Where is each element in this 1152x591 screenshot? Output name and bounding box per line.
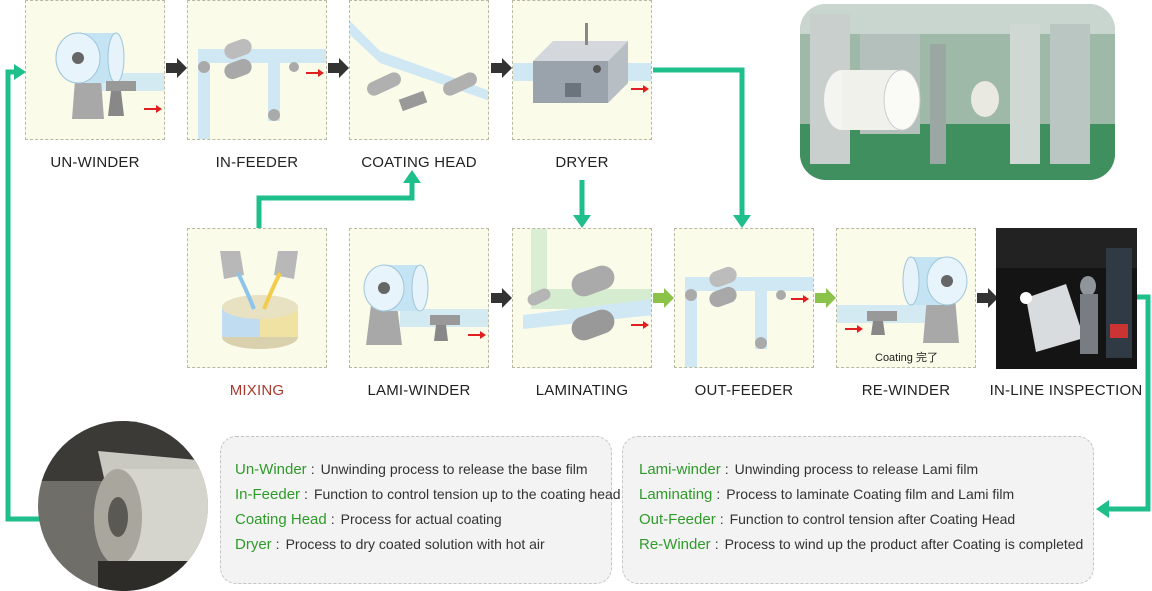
mixing-to-coating-arrowhead bbox=[403, 170, 421, 183]
lami-winder-illustration bbox=[363, 264, 488, 345]
label-coating-head: COATING HEAD bbox=[361, 154, 477, 171]
arrow-green-2 bbox=[815, 288, 836, 308]
mixing-illustration bbox=[220, 251, 298, 349]
desc-sep: : bbox=[716, 486, 721, 502]
desc-term: In-Feeder bbox=[235, 486, 301, 503]
arrow-dark-2 bbox=[328, 58, 349, 78]
desc-row: Dryer: Process to dry coated solution wit… bbox=[235, 532, 611, 557]
desc-term: Coating Head bbox=[235, 511, 327, 528]
return-arrowhead bbox=[14, 64, 26, 80]
coating-head-illustration bbox=[350, 21, 488, 112]
desc-row: Out-Feeder: Function to control tension a… bbox=[639, 507, 1093, 532]
re-winder-illustration bbox=[837, 256, 968, 343]
desc-sep: : bbox=[310, 461, 315, 477]
inspection-to-desc-arrowhead bbox=[1096, 500, 1109, 518]
desc-sep: : bbox=[275, 536, 280, 552]
desc-sep: : bbox=[330, 511, 335, 527]
desc-sep: : bbox=[724, 461, 729, 477]
label-dryer: DRYER bbox=[555, 154, 609, 171]
arrow-green-1 bbox=[653, 288, 674, 308]
desc-term: Un-Winder bbox=[235, 461, 307, 478]
description-box-left: Un-Winder: Unwinding process to release t… bbox=[220, 436, 621, 584]
desc-sep: : bbox=[719, 511, 724, 527]
label-out-feeder: OUT-FEEDER bbox=[694, 382, 794, 399]
inspection-photo-image bbox=[996, 228, 1137, 369]
label-inline-inspection: IN-LINE INSPECTION bbox=[989, 382, 1143, 399]
desc-text: Unwinding process to release Lami film bbox=[734, 461, 979, 477]
lami-winder-box bbox=[349, 228, 489, 368]
arrow-dark-1 bbox=[166, 58, 187, 78]
factory-photo bbox=[800, 4, 1115, 180]
laminating-box bbox=[512, 228, 652, 368]
description-box-right: Lami-winder: Unwinding process to release… bbox=[622, 436, 1094, 584]
inspection-to-desc-line bbox=[1108, 294, 1151, 512]
out-feeder-illustration bbox=[685, 266, 813, 367]
out-feeder-box bbox=[674, 228, 814, 368]
desc-term: Laminating bbox=[639, 486, 713, 503]
re-winder-box: Coating 完了 bbox=[836, 228, 976, 368]
desc-text: Process to wind up the product after Coa… bbox=[724, 536, 1084, 552]
coating-head-box bbox=[349, 0, 489, 140]
desc-text: Function to control tension up to the co… bbox=[313, 486, 621, 502]
desc-term: Dryer bbox=[235, 536, 272, 553]
label-laminating: LAMINATING bbox=[535, 382, 629, 399]
re-winder-caption: Coating 完了 bbox=[875, 352, 938, 364]
dryer-to-outfeeder-arrowhead bbox=[733, 215, 751, 228]
desc-term: Re-Winder bbox=[639, 536, 711, 553]
desc-sep: : bbox=[304, 486, 308, 502]
label-infeeder: IN-FEEDER bbox=[215, 154, 299, 171]
desc-text: Process to laminate Coating film and Lam… bbox=[726, 486, 1015, 502]
arrow-dark-5 bbox=[977, 288, 998, 308]
return-line bbox=[5, 69, 40, 522]
desc-row: Re-Winder: Process to wind up the product… bbox=[639, 532, 1093, 557]
unwinder-box bbox=[25, 0, 165, 140]
desc-term: Out-Feeder bbox=[639, 511, 716, 528]
mixing-to-coating-line bbox=[256, 182, 415, 228]
dryer-illustration bbox=[513, 23, 651, 103]
dryer-to-outfeeder-line bbox=[653, 67, 745, 216]
desc-sep: : bbox=[714, 536, 719, 552]
mixing-box bbox=[187, 228, 327, 368]
label-lami-winder: LAMI-WINDER bbox=[367, 382, 471, 399]
arrow-dark-3 bbox=[491, 58, 512, 78]
infeeder-illustration bbox=[198, 38, 326, 139]
infeeder-box bbox=[187, 0, 327, 140]
desc-text: Process to dry coated solution with hot … bbox=[285, 536, 545, 552]
dryer-box bbox=[512, 0, 652, 140]
desc-row: Coating Head: Process for actual coating bbox=[235, 507, 611, 532]
desc-row: Un-Winder: Unwinding process to release t… bbox=[235, 457, 611, 482]
desc-text: Unwinding process to release the base fi… bbox=[320, 461, 588, 477]
label-unwinder: UN-WINDER bbox=[50, 154, 140, 171]
factory-photo-image bbox=[800, 4, 1115, 180]
laminating-illustration bbox=[523, 229, 651, 341]
desc-text: Function to control tension after Coatin… bbox=[729, 511, 1016, 527]
desc-row: Lami-winder: Unwinding process to release… bbox=[639, 457, 1093, 482]
roll-photo-image bbox=[38, 421, 208, 591]
dryer-to-laminating-arrowhead bbox=[573, 215, 591, 228]
roll-photo bbox=[38, 421, 208, 591]
unwinder-illustration bbox=[55, 32, 164, 119]
label-re-winder: RE-WINDER bbox=[861, 382, 951, 399]
desc-text: Process for actual coating bbox=[340, 511, 502, 527]
label-mixing: MIXING bbox=[229, 382, 285, 399]
desc-row: Laminating: Process to laminate Coating f… bbox=[639, 482, 1093, 507]
desc-term: Lami-winder bbox=[639, 461, 721, 478]
arrow-dark-4 bbox=[491, 288, 512, 308]
inspection-photo bbox=[996, 228, 1137, 369]
desc-row: In-Feeder: Function to control tension up… bbox=[235, 482, 621, 507]
